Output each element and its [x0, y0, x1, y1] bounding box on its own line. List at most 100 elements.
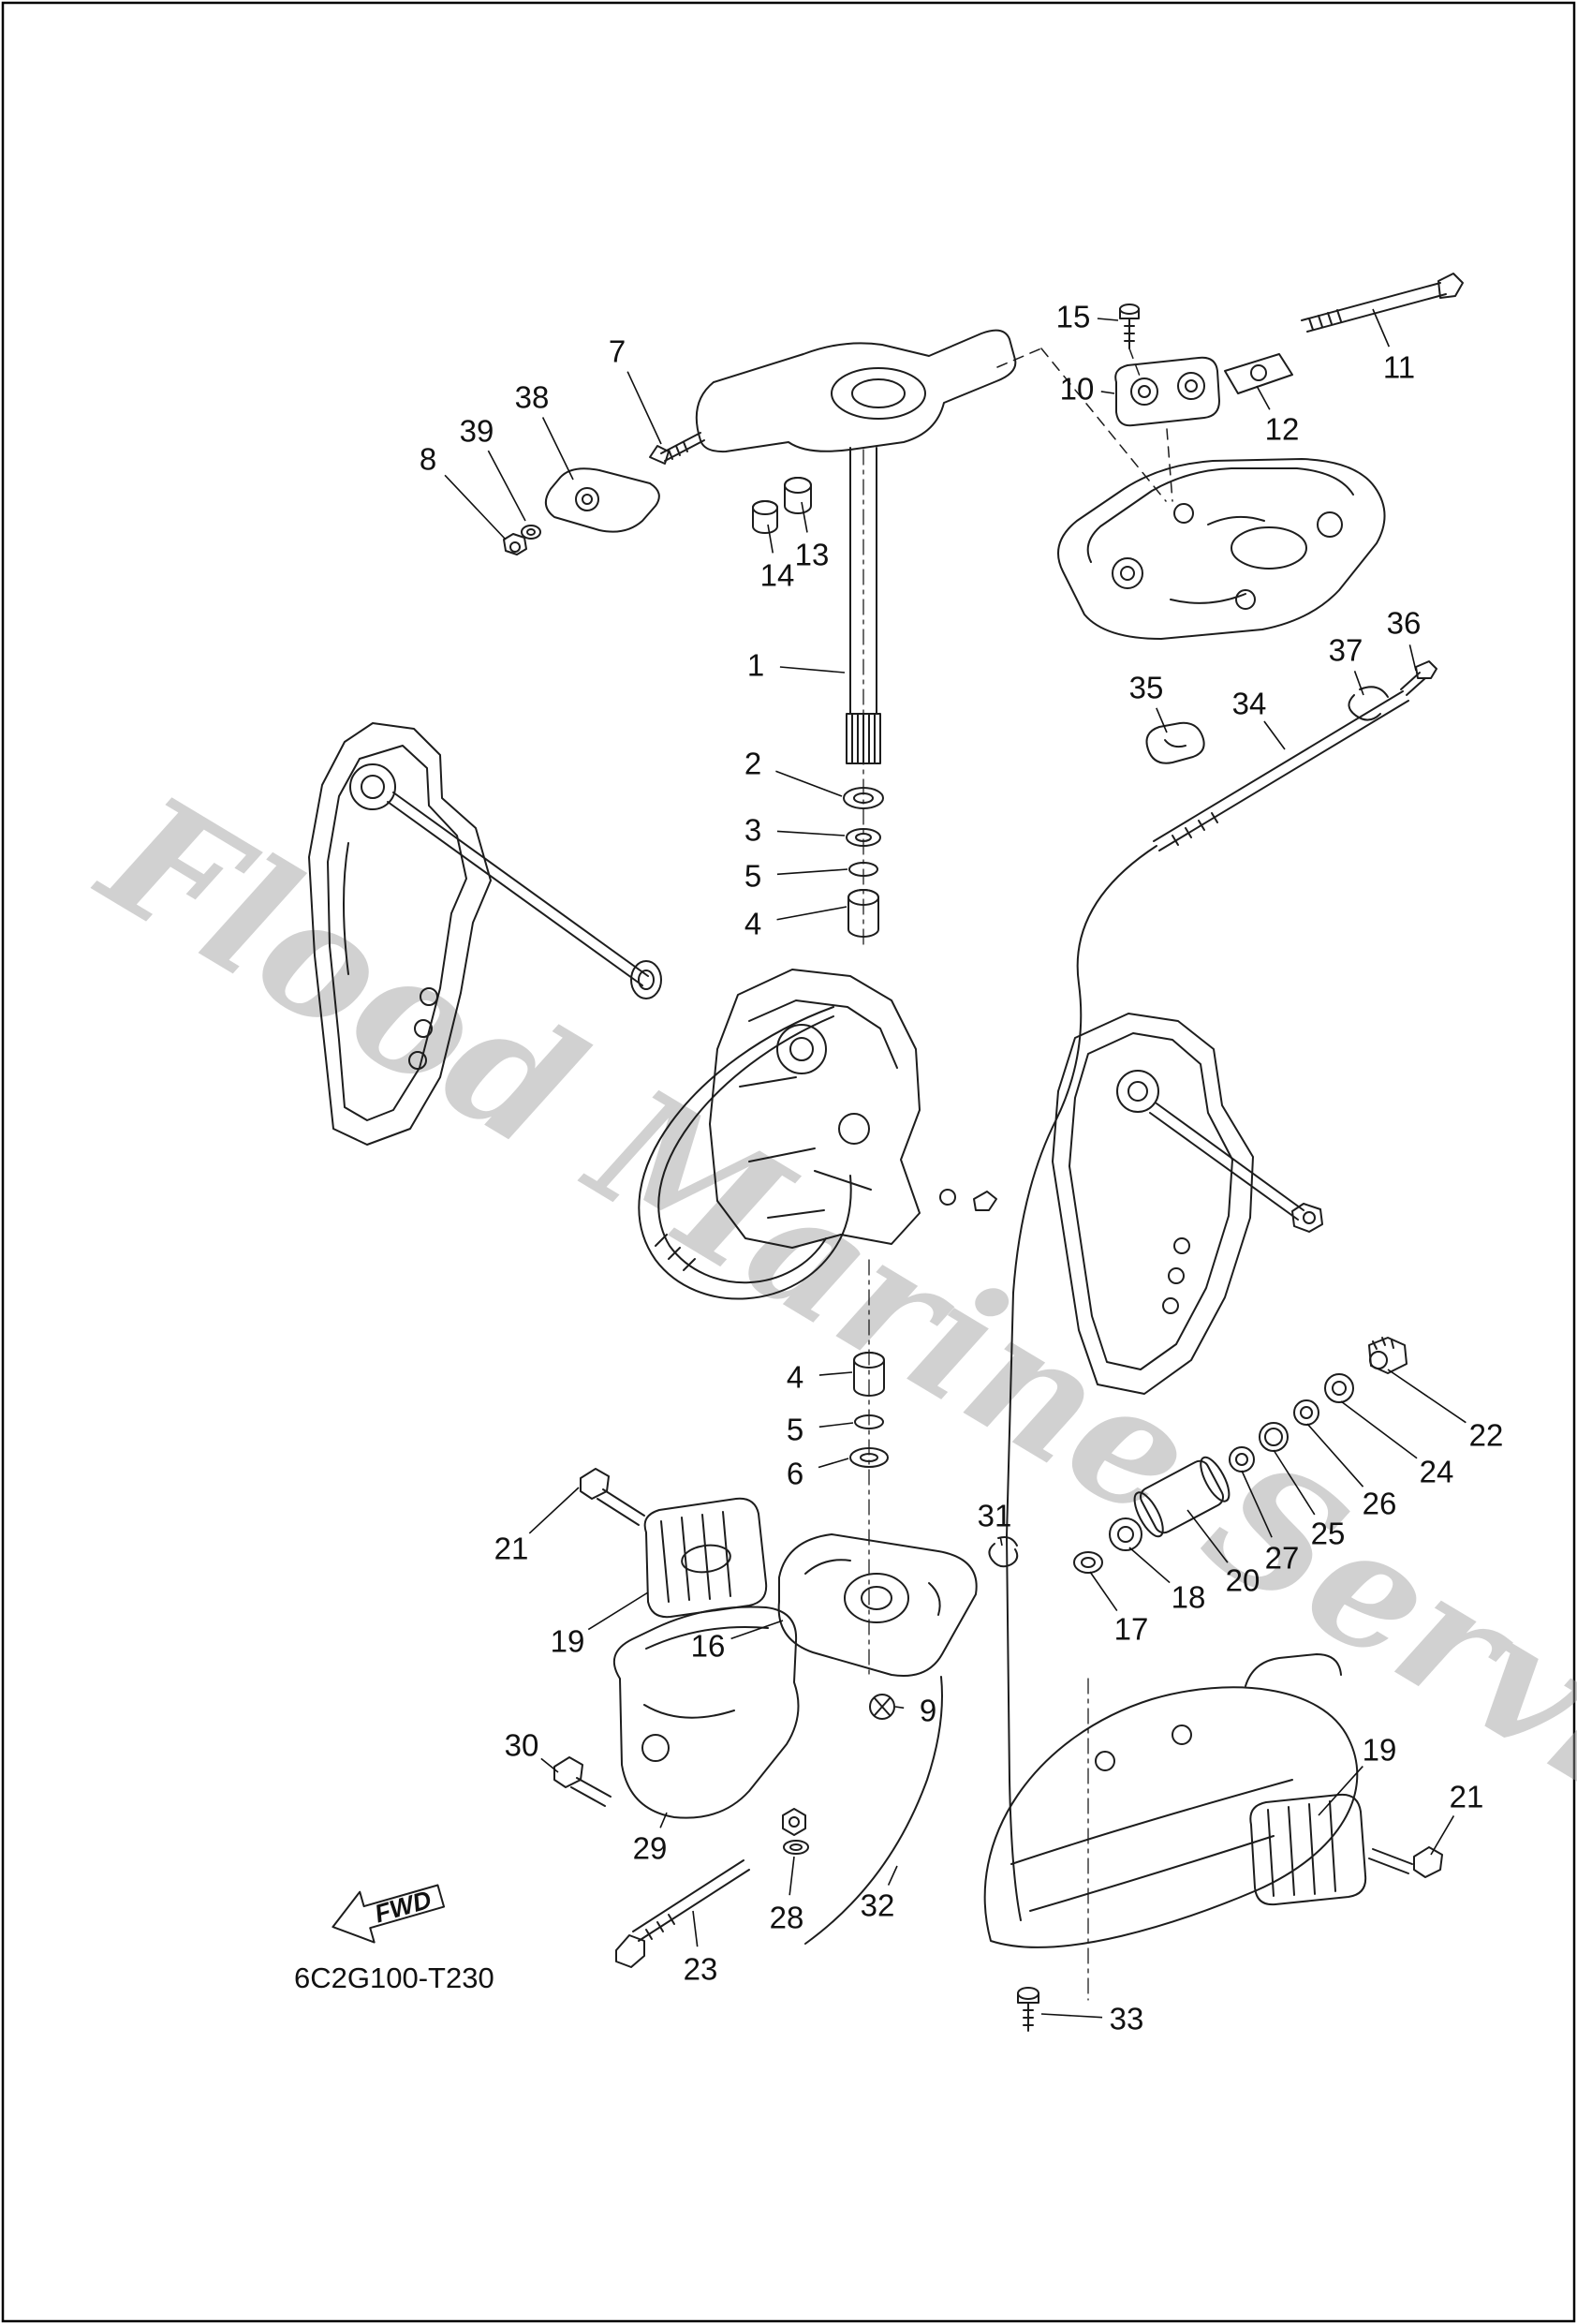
leader-line-39	[487, 450, 526, 522]
leader-line-12	[1256, 385, 1271, 410]
callout-19: 19	[551, 1624, 585, 1659]
clamp-bracket-right	[1052, 1013, 1323, 1395]
steering-cable	[638, 1006, 943, 1945]
callout-17: 17	[1114, 1612, 1149, 1647]
callout-21: 21	[1450, 1780, 1484, 1814]
leader-line-24	[1340, 1400, 1418, 1459]
clamp-bracket-left	[308, 722, 662, 1146]
leader-line-4	[818, 1371, 853, 1376]
leader-line-28	[788, 1856, 795, 1896]
bolt-21-left	[580, 1468, 645, 1526]
leader-line-5	[818, 1422, 854, 1428]
bolt-30	[553, 1756, 612, 1807]
bolt-23	[615, 1859, 750, 1968]
callout-4: 4	[787, 1360, 803, 1395]
callout-20: 20	[1226, 1563, 1260, 1598]
projection-lines	[996, 348, 1173, 502]
leader-line-34	[1263, 720, 1286, 750]
washer-stack-upper	[843, 787, 884, 938]
leader-line-2	[775, 770, 843, 797]
leader-line-18	[1128, 1547, 1171, 1584]
leader-line-21	[1430, 1815, 1455, 1856]
leader-line-9	[894, 1706, 905, 1710]
callout-30: 30	[505, 1728, 539, 1763]
leader-line-3	[776, 830, 846, 836]
leader-line-19	[587, 1591, 649, 1631]
callout-7: 7	[609, 334, 626, 369]
leader-line-19	[1318, 1766, 1363, 1816]
callout-33: 33	[1110, 2002, 1144, 2036]
callout-34: 34	[1232, 687, 1267, 721]
leader-line-11	[1372, 308, 1391, 348]
callout-10: 10	[1060, 372, 1095, 407]
callout-29: 29	[633, 1831, 668, 1866]
leader-line-38	[541, 417, 574, 481]
callout-1: 1	[747, 648, 764, 683]
leader-line-1	[779, 666, 846, 674]
leader-line-31	[999, 1537, 1003, 1547]
leader-line-36	[1408, 644, 1417, 672]
diagram-code: 6C2G100-T230	[294, 1961, 494, 1994]
callout-14: 14	[760, 558, 795, 593]
upper-mount-parts	[1073, 1337, 1408, 1574]
callout-22: 22	[1469, 1418, 1504, 1453]
leader-line-33	[1040, 2013, 1103, 2019]
swivel-bracket-center	[709, 969, 997, 1249]
bracket-10-group	[1114, 273, 1464, 427]
leader-line-13	[801, 501, 808, 533]
leader-line-5	[776, 868, 848, 876]
mount-cover-19-right	[1249, 1793, 1367, 1906]
leader-line-6	[818, 1458, 849, 1469]
mount-cover-19-left	[643, 1497, 768, 1619]
leader-line-16	[730, 1620, 784, 1640]
fwd-label: FWD	[372, 1886, 435, 1929]
callout-28: 28	[770, 1901, 804, 1935]
callout-24: 24	[1420, 1455, 1454, 1489]
leader-line-37	[1353, 671, 1364, 696]
leader-line-20	[1186, 1509, 1229, 1563]
leader-line-27	[1241, 1470, 1273, 1538]
leader-line-25	[1273, 1449, 1316, 1516]
fwd-arrow: FWD	[332, 1884, 446, 1944]
callout-12: 12	[1265, 412, 1300, 447]
leader-line-21	[528, 1487, 580, 1534]
callout-4: 4	[744, 907, 761, 941]
callout-27: 27	[1265, 1541, 1300, 1576]
bushings-13-14	[752, 477, 812, 534]
callout-16: 16	[691, 1629, 726, 1664]
callout-21: 21	[494, 1532, 529, 1566]
leader-line-10	[1100, 391, 1115, 394]
leader-line-14	[767, 524, 774, 554]
mounting-plate	[1057, 458, 1386, 640]
callout-23: 23	[684, 1952, 718, 1987]
leader-line-30	[540, 1757, 559, 1773]
callout-2: 2	[744, 747, 761, 781]
lower-unit-outline	[983, 1653, 1359, 1948]
cable-clamp-31	[988, 1536, 1019, 1568]
callout-38: 38	[515, 380, 550, 415]
callout-13: 13	[795, 538, 830, 572]
callout-39: 39	[460, 414, 494, 449]
callout-37: 37	[1329, 633, 1363, 668]
leader-line-29	[659, 1812, 668, 1828]
callout-19: 19	[1363, 1733, 1397, 1768]
washer-stack-lower	[849, 1352, 889, 1468]
leader-line-23	[692, 1910, 699, 1947]
leader-line-32	[887, 1865, 898, 1886]
leader-line-26	[1306, 1423, 1364, 1488]
callout-5: 5	[787, 1413, 803, 1447]
lower-mount-bracket-16	[777, 1533, 978, 1720]
callout-3: 3	[744, 813, 761, 848]
leader-line-17	[1089, 1571, 1118, 1611]
callout-36: 36	[1387, 606, 1422, 641]
cable-clamp-group	[1145, 660, 1437, 764]
callout-25: 25	[1311, 1517, 1346, 1551]
callout-32: 32	[861, 1888, 895, 1923]
steering-shaft	[695, 329, 1017, 764]
callout-8: 8	[420, 442, 436, 477]
callout-26: 26	[1363, 1487, 1397, 1521]
